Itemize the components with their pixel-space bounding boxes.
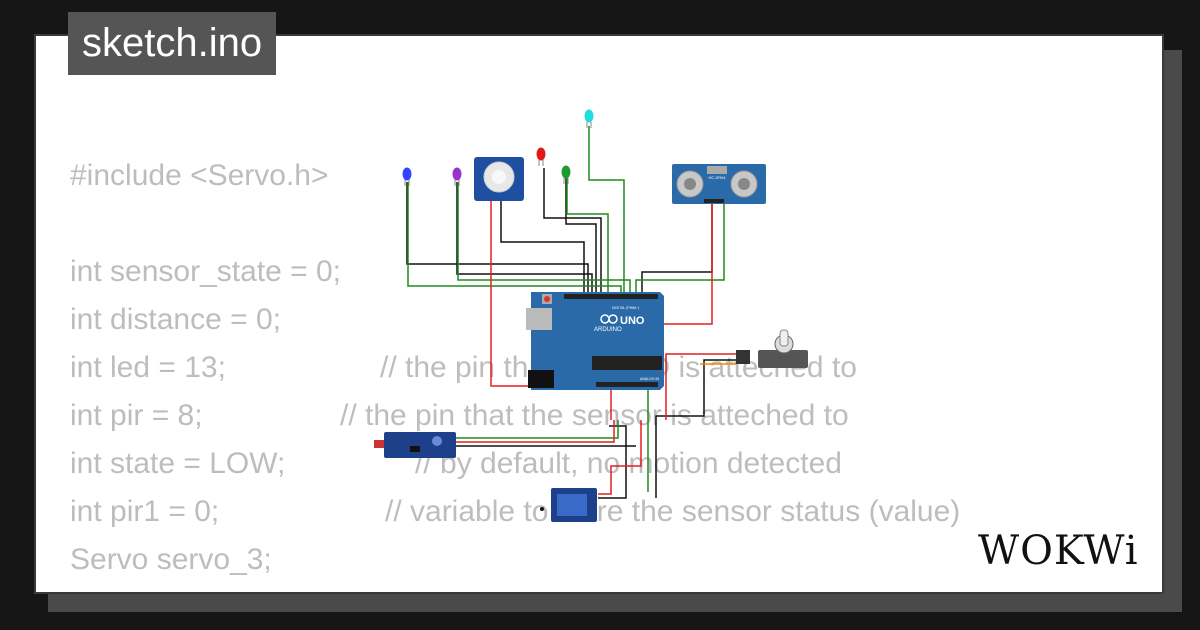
- wire: [665, 353, 736, 420]
- code-line: int distance = 0;: [70, 296, 341, 344]
- file-tab-title: sketch.ino: [82, 21, 263, 65]
- board-logo: UNO: [620, 315, 645, 327]
- wire: [565, 178, 597, 298]
- preview-card: #include <Servo.h> int sensor_state = 0; i…: [34, 34, 1164, 594]
- led-blue-icon: [402, 167, 412, 186]
- code-text: int sensor_state = 0;: [70, 255, 341, 288]
- light-sensor-module-icon: [374, 432, 456, 458]
- led-purple-icon: [452, 167, 462, 186]
- wire: [598, 420, 642, 495]
- arduino-uno-icon: UNO ARDUINO DIGITAL (PWM~) ANALOG IN: [526, 292, 664, 390]
- led-red-icon: [536, 147, 546, 166]
- code-text: int pir = 8;: [70, 399, 203, 432]
- circuit-diagram: HC-SR04 UNO ARDUINO DIGITAL (PWM~) ANALO…: [374, 109, 808, 522]
- wire: [457, 182, 631, 298]
- wire: [566, 178, 609, 298]
- file-tab: sketch.ino: [68, 12, 277, 75]
- wire: [543, 168, 602, 298]
- wire: [662, 204, 713, 325]
- wire: [456, 420, 615, 443]
- pir-sensor-icon: [474, 157, 524, 201]
- led-cyan-icon: [584, 109, 594, 128]
- wire: [406, 182, 589, 298]
- code-text: int led = 13;: [70, 351, 226, 384]
- wire: [588, 126, 625, 298]
- code-line: Servo servo_3;: [70, 536, 341, 584]
- code-line: int sensor_state = 0;: [70, 248, 341, 296]
- wokwi-logo-text: WOKWi: [978, 528, 1139, 574]
- board-digital-label: DIGITAL (PWM~): [612, 306, 639, 310]
- code-preview: #include <Servo.h> int sensor_state = 0; i…: [70, 152, 960, 584]
- code-text: int distance = 0;: [70, 303, 281, 336]
- wire: [456, 420, 619, 439]
- led-green-icon: [561, 165, 571, 184]
- code-comment: // by default, no motion detected: [415, 447, 842, 480]
- wokwi-logo: WOKWi: [978, 528, 1139, 574]
- relay-module-icon: [540, 488, 597, 522]
- board-brand: ARDUINO: [594, 327, 622, 333]
- code-text: Servo servo_3;: [70, 543, 272, 576]
- code-comment: // the pin that the sensor is atteched t…: [340, 399, 849, 432]
- code-text: #include <Servo.h>: [70, 159, 329, 192]
- wire: [635, 202, 725, 298]
- code-line: int state = LOW; // by default, no motion…: [70, 440, 842, 488]
- wire: [598, 425, 627, 499]
- wire: [500, 201, 585, 298]
- ultrasonic-sensor-icon: HC-SR04: [672, 164, 766, 204]
- servo-icon: [736, 329, 808, 368]
- board-analog-label: ANALOG IN: [640, 377, 660, 381]
- code-line: #include <Servo.h>: [70, 152, 341, 200]
- code-line: int pir = 8; // the pin that the sensor i…: [70, 392, 849, 440]
- code-text: int pir1 = 0;: [70, 495, 220, 528]
- wire: [641, 202, 713, 298]
- wire: [655, 359, 736, 498]
- ultrasonic-label: HC-SR04: [708, 175, 726, 180]
- code-text: int state = LOW;: [70, 447, 286, 480]
